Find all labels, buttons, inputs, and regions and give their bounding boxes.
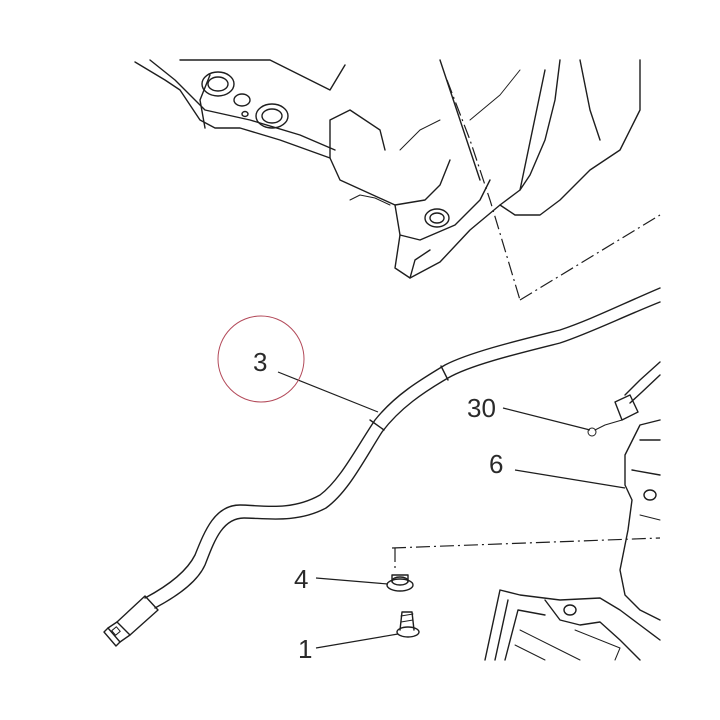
callout-6: 6: [489, 449, 503, 479]
callout-30: 30: [467, 393, 496, 423]
washer: [386, 574, 414, 592]
callout-4: 4: [294, 564, 308, 594]
frame-bracket: [134, 59, 641, 279]
lower-unit: [484, 589, 661, 661]
bolt: [396, 611, 420, 638]
cover-bracket: [619, 419, 661, 621]
callout-1: 1: [298, 634, 312, 664]
cable-tie: [587, 361, 661, 437]
centerlines: [391, 79, 661, 570]
highlight-circle: [217, 315, 305, 403]
leader-lines: [277, 371, 626, 649]
callout-3: 3: [253, 347, 267, 377]
wiring-harness: [103, 287, 661, 647]
